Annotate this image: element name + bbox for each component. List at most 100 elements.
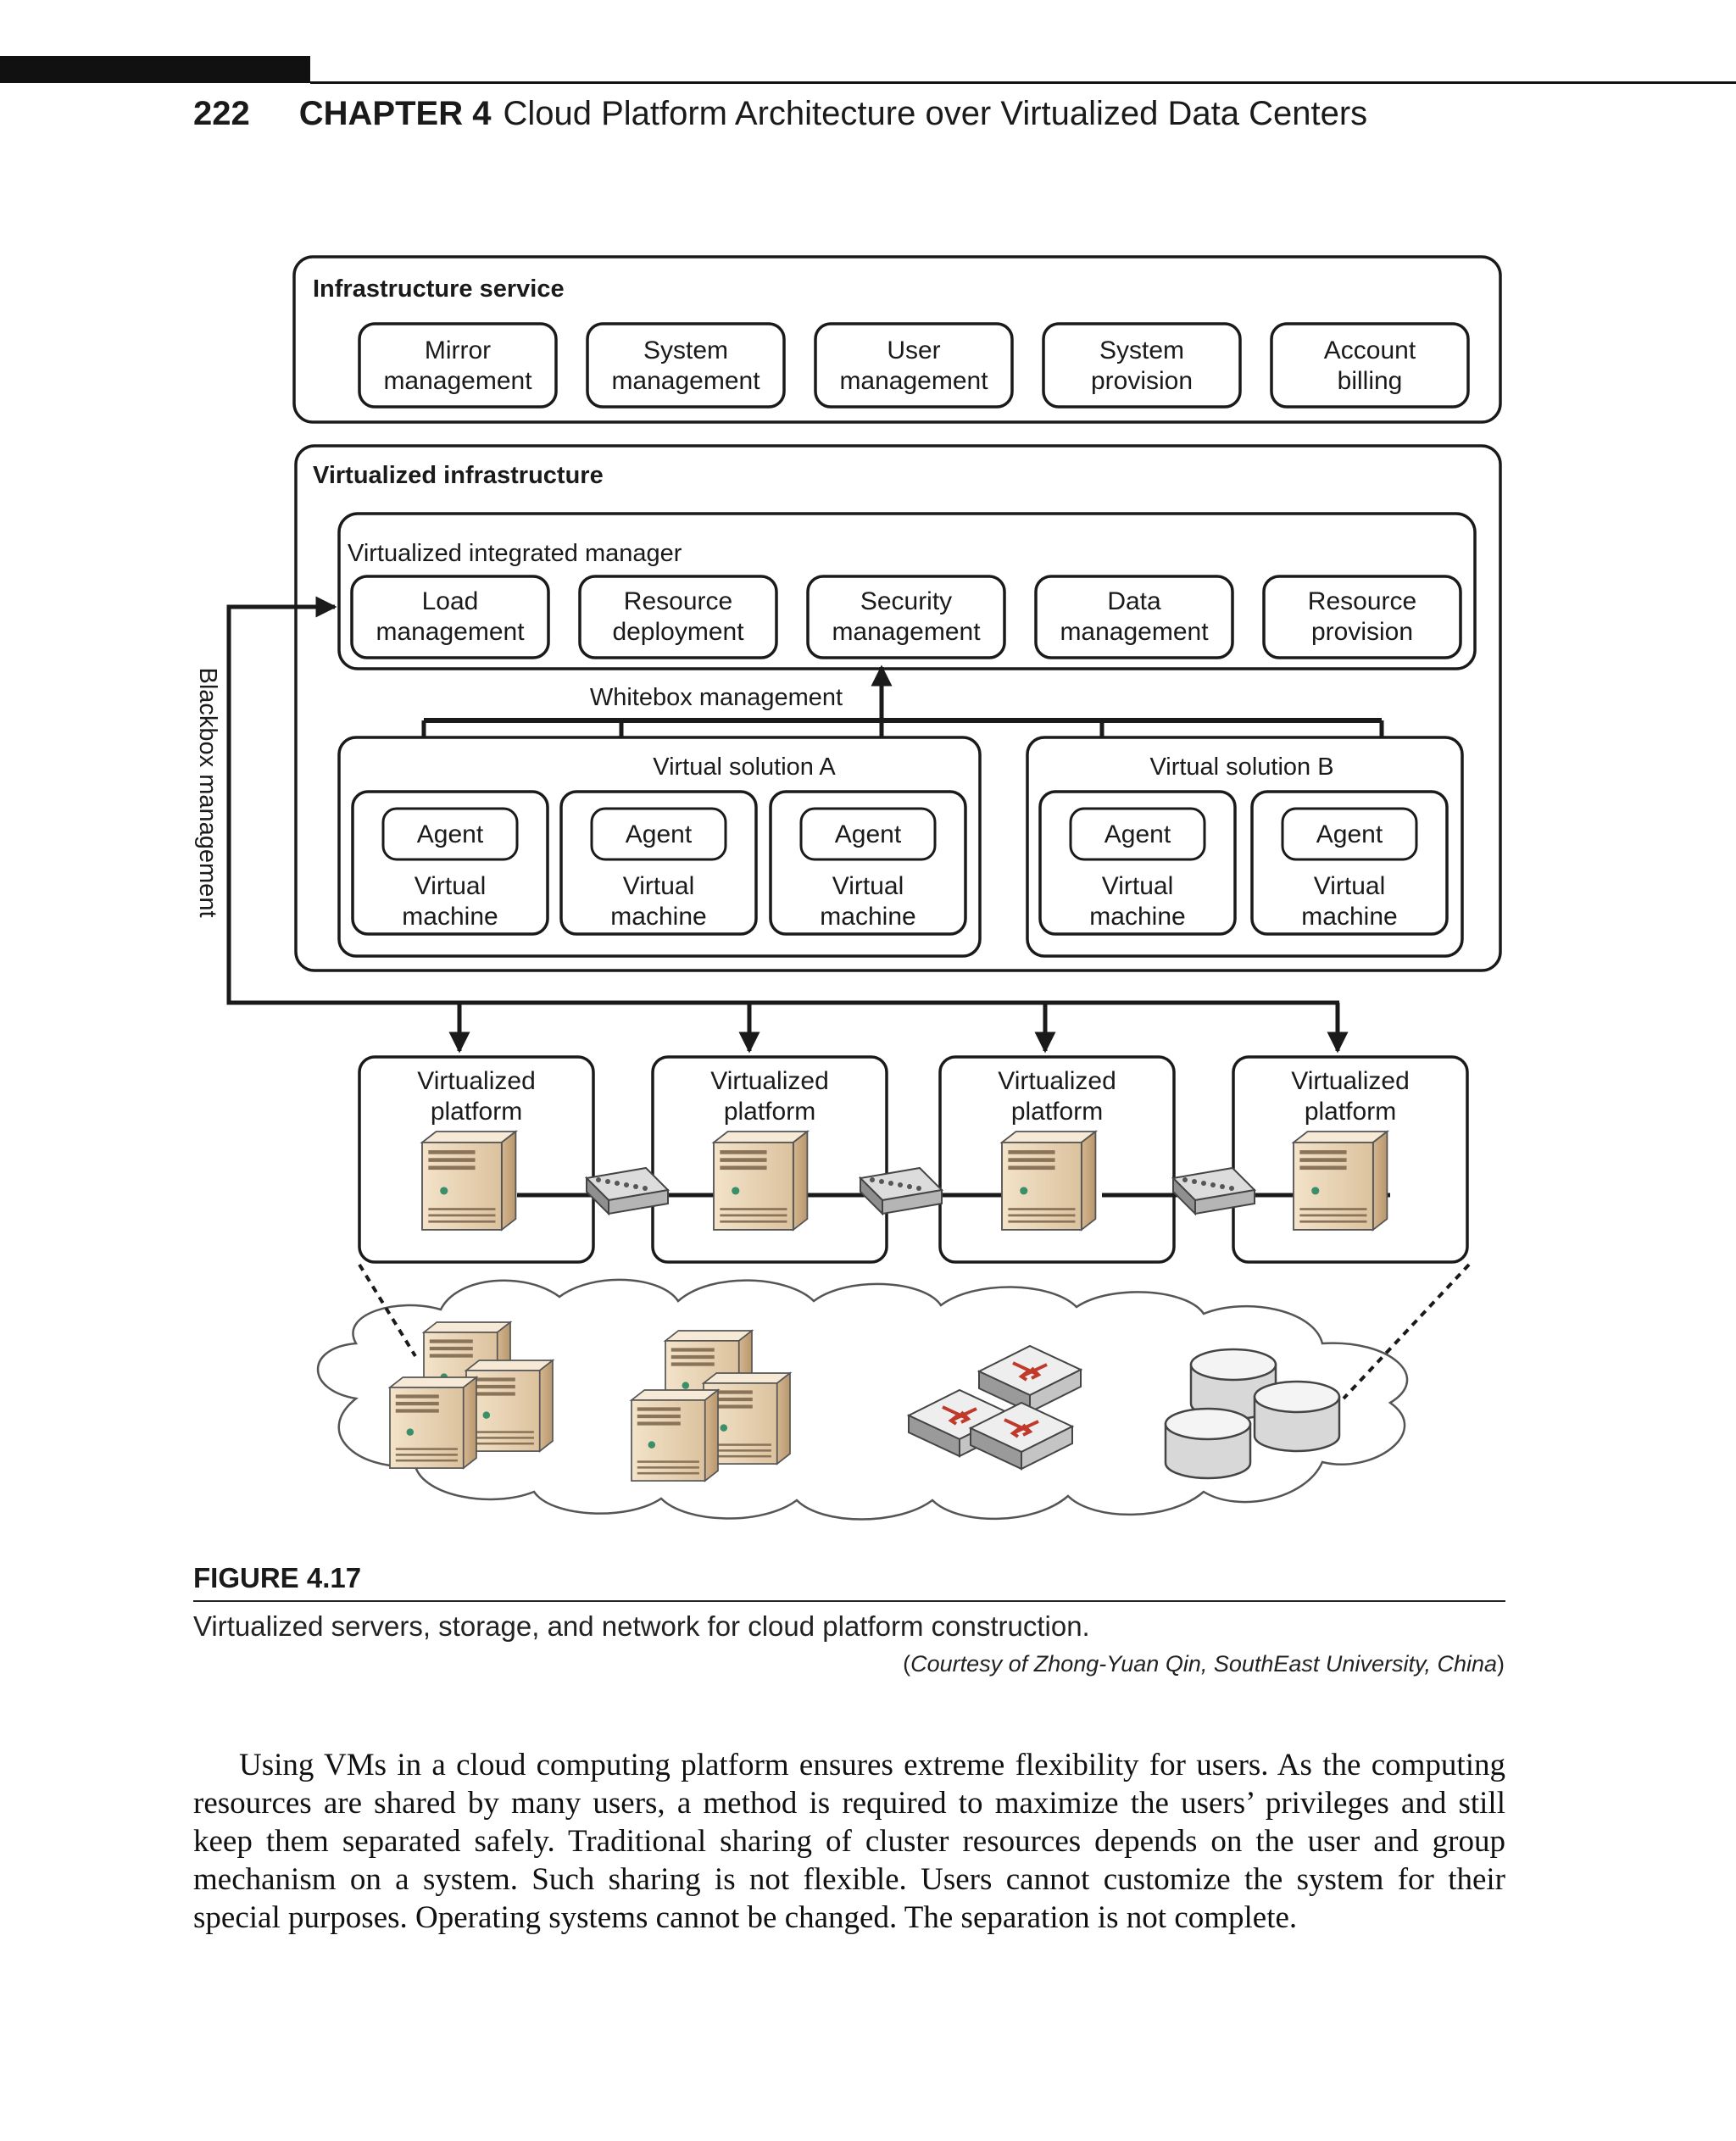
virtual-machine-label-line1: Virtual xyxy=(1102,872,1174,900)
switch-port xyxy=(907,1184,912,1189)
server-side xyxy=(1080,1130,1097,1232)
manager-label-line2: management xyxy=(832,618,981,646)
manager-label-line1: Data xyxy=(1107,587,1161,615)
virtualized-platform-label-line1: Virtualized xyxy=(998,1067,1116,1095)
architecture-diagram: Infrastructure serviceMirrormanagementSy… xyxy=(194,255,1502,1521)
infrastructure-service-label-line1: Mirror xyxy=(425,336,491,364)
server-vent xyxy=(709,1443,771,1446)
switch-port xyxy=(1182,1177,1188,1182)
server-top xyxy=(663,1330,754,1342)
cloud-server-icon xyxy=(387,1376,479,1470)
server-top xyxy=(421,1321,513,1333)
infrastructure-service-label-line1: User xyxy=(887,336,940,364)
server-top xyxy=(629,1389,721,1401)
infrastructure-service-box xyxy=(1270,322,1470,409)
body-text: Using VMs in a cloud computing platform … xyxy=(193,1746,1505,1937)
server-led xyxy=(732,1187,740,1195)
infrastructure-service-label-line2: provision xyxy=(1091,367,1193,395)
switch-icon xyxy=(1171,1166,1257,1216)
credit-open-paren: ( xyxy=(903,1651,911,1677)
body-paragraph: Using VMs in a cloud computing platform … xyxy=(193,1748,1505,1935)
server-vent xyxy=(1299,1220,1367,1223)
switch-port xyxy=(596,1177,601,1182)
server-front xyxy=(631,1399,706,1482)
server-drive-slot xyxy=(471,1384,515,1389)
infrastructure-service-label-line1: System xyxy=(643,336,728,364)
manager-box xyxy=(1262,575,1462,659)
virtual-machine-label-line2: machine xyxy=(402,903,498,931)
switch-port xyxy=(1220,1184,1225,1189)
storage-disk-icon xyxy=(1164,1407,1252,1480)
server-vent xyxy=(428,1220,496,1223)
manager-label-line2: management xyxy=(1060,618,1209,646)
storage-disk-icon xyxy=(1253,1380,1341,1453)
virtualized-platform-label-line2: platform xyxy=(1011,1098,1103,1126)
server-drive-slot xyxy=(1008,1165,1055,1171)
server-led xyxy=(482,1411,491,1419)
server-drive-slot xyxy=(670,1354,715,1360)
manager-box xyxy=(578,575,778,659)
chapter-label: CHAPTER 4 xyxy=(298,95,492,132)
virtual-machine-label-line2: machine xyxy=(820,903,915,931)
server-front xyxy=(389,1387,465,1469)
switch-port xyxy=(879,1179,884,1184)
server-top xyxy=(420,1131,519,1143)
server-vent xyxy=(1008,1214,1076,1217)
agent-label: Agent xyxy=(417,820,484,848)
server-led xyxy=(406,1428,415,1436)
manager-label-line2: provision xyxy=(1311,618,1413,646)
manager-label-line2: deployment xyxy=(612,618,744,646)
server-drive-slot xyxy=(428,1150,476,1154)
switch-port xyxy=(870,1177,875,1182)
server-drive-slot xyxy=(395,1409,439,1413)
server-front xyxy=(421,1141,503,1231)
server-icon xyxy=(711,1130,810,1232)
server-icon xyxy=(999,1130,1099,1232)
server-drive-slot xyxy=(1299,1150,1347,1154)
agent-box xyxy=(1069,807,1206,861)
server-icon xyxy=(1291,1130,1390,1232)
credit-close-paren: ) xyxy=(1497,1651,1505,1677)
server-drive-slot xyxy=(720,1165,767,1171)
server-top xyxy=(701,1372,793,1384)
server-vent xyxy=(471,1442,534,1445)
manager-label-line1: Security xyxy=(860,587,952,615)
infrastructure-service-box xyxy=(1042,322,1242,409)
agent-box xyxy=(1281,807,1418,861)
infrastructure-service-box xyxy=(814,322,1014,409)
server-vent xyxy=(471,1431,534,1433)
virtualized-platform-label-line1: Virtualized xyxy=(1291,1067,1410,1095)
server-vent xyxy=(709,1449,771,1452)
switch-port xyxy=(643,1186,648,1191)
virtual-machine-label-line1: Virtual xyxy=(1314,872,1386,900)
switch-port xyxy=(605,1179,610,1184)
server-led xyxy=(648,1441,656,1449)
dotted-connector-left xyxy=(358,1263,417,1358)
server-drive-slot xyxy=(429,1354,473,1358)
switch-port xyxy=(1210,1182,1216,1187)
server-drive-slot xyxy=(428,1165,476,1171)
manager-label-line1: Resource xyxy=(624,587,732,615)
virtualized-platform-label-line1: Virtualized xyxy=(710,1067,829,1095)
manager-label-line1: Load xyxy=(422,587,479,615)
virtual-machine-label-line1: Virtual xyxy=(832,872,904,900)
server-top xyxy=(711,1131,810,1143)
server-drive-slot xyxy=(720,1150,767,1154)
infrastructure-service-label-line2: billing xyxy=(1338,367,1403,395)
server-led xyxy=(720,1424,728,1432)
netswitch-right xyxy=(1021,1425,1073,1471)
server-vent xyxy=(395,1454,458,1456)
switch-front xyxy=(608,1188,669,1215)
server-drive-slot xyxy=(395,1394,439,1399)
server-side xyxy=(538,1359,554,1453)
switch-port xyxy=(898,1182,903,1187)
virtual-machine-label-line2: machine xyxy=(1089,903,1185,931)
server-front xyxy=(1001,1141,1082,1231)
server-vent xyxy=(1008,1220,1076,1223)
server-drive-slot xyxy=(471,1392,515,1396)
server-drive-slot xyxy=(471,1377,515,1382)
switch-front xyxy=(882,1188,943,1215)
server-drive-slot xyxy=(428,1158,476,1162)
cloud-server-icon xyxy=(464,1359,555,1453)
